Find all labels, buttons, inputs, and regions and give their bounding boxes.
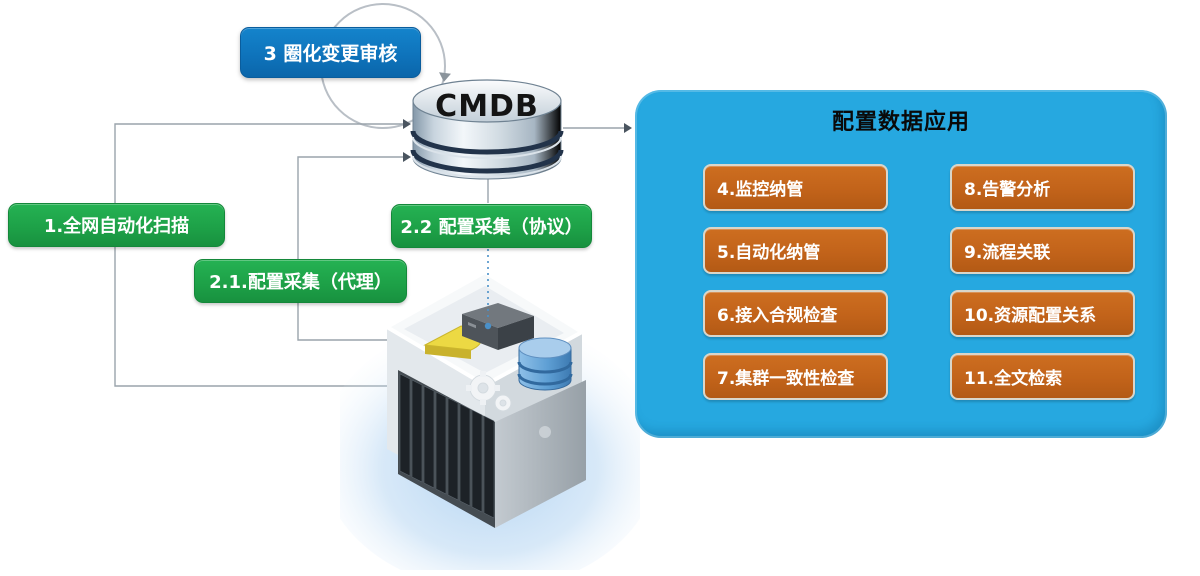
app-item-label: 4.监控纳管 — [717, 180, 804, 200]
app-item-automation: 5.自动化纳管 — [703, 227, 888, 274]
small-database-icon — [517, 337, 573, 391]
step1-full-scan-box: 1.全网自动化扫描 — [8, 203, 225, 247]
step22-label: 2.2 配置采集（协议） — [400, 217, 583, 238]
step22-protocol-collect-box: 2.2 配置采集（协议） — [391, 204, 592, 248]
app-item-compliance-check: 6.接入合规检查 — [703, 290, 888, 337]
arrowhead-into-panel — [624, 123, 632, 133]
app-item-label: 11.全文检索 — [964, 369, 1063, 389]
cmdb-database-icon: CMDB — [410, 79, 564, 180]
app-item-cluster-consistency: 7.集群一致性检查 — [703, 353, 888, 400]
connector-scan-path — [114, 123, 430, 387]
step21-label: 2.1.配置采集（代理） — [209, 272, 392, 293]
step3-label: 3 圈化变更审核 — [263, 43, 398, 65]
app-item-resource-config-relation: 10.资源配置关系 — [950, 290, 1135, 337]
arrowhead-into-cmdb-top — [403, 119, 411, 129]
app-item-label: 10.资源配置关系 — [964, 306, 1097, 326]
step1-label: 1.全网自动化扫描 — [43, 216, 190, 237]
app-item-monitoring: 4.监控纳管 — [703, 164, 888, 211]
cycle-arrowhead-icon — [439, 72, 451, 82]
config-data-application-panel: 配置数据应用 4.监控纳管 5.自动化纳管 6.接入合规检查 7.集群一致性检查… — [635, 90, 1167, 438]
step21-agent-collect-box: 2.1.配置采集（代理） — [194, 259, 407, 303]
server-rack-icon — [398, 370, 586, 528]
app-item-fulltext-search: 11.全文检索 — [950, 353, 1135, 400]
panel-title: 配置数据应用 — [831, 110, 970, 135]
connector-agent-path — [297, 156, 430, 341]
app-item-process-relation: 9.流程关联 — [950, 227, 1135, 274]
app-item-alarm-analysis: 8.告警分析 — [950, 164, 1135, 211]
app-item-label: 9.流程关联 — [964, 243, 1051, 263]
switch-box-icon — [462, 303, 534, 350]
app-item-label: 6.接入合规检查 — [717, 306, 838, 326]
app-item-label: 5.自动化纳管 — [717, 243, 821, 263]
gear-icon — [466, 371, 512, 412]
cmdb-label: CMDB — [435, 89, 539, 124]
arrowhead-into-cmdb-bottom — [403, 152, 411, 162]
app-item-label: 7.集群一致性检查 — [717, 369, 855, 389]
step3-change-review-box: 3 圈化变更审核 — [240, 27, 421, 78]
isometric-server-box-icon — [340, 270, 640, 570]
app-item-label: 8.告警分析 — [964, 180, 1051, 200]
